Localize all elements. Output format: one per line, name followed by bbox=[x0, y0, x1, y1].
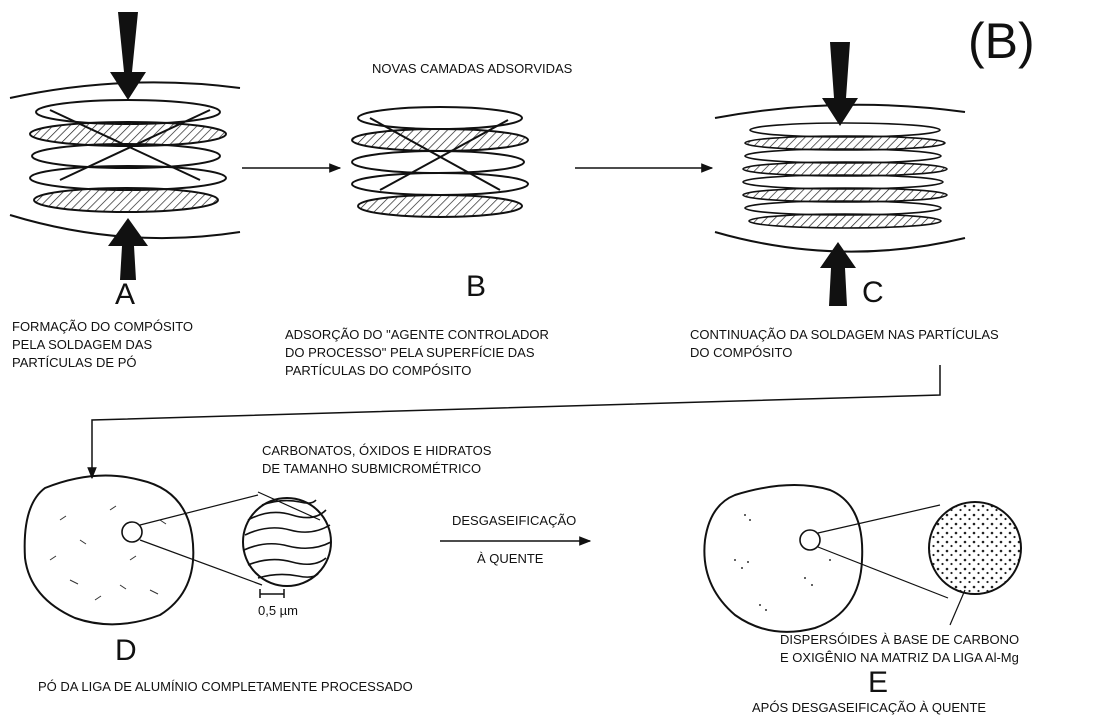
stage-e-letter: E bbox=[868, 668, 888, 698]
down-arrow-c bbox=[822, 42, 858, 126]
stage-a-illustration bbox=[10, 82, 240, 238]
stage-b-letter: B bbox=[466, 272, 486, 302]
arrow-c-to-d bbox=[92, 365, 940, 478]
stage-a-letter: A bbox=[115, 280, 135, 310]
stage-c-caption: CONTINUAÇÃO DA SOLDAGEM NAS PARTÍCULAS D… bbox=[690, 326, 999, 362]
welded-particle-stack-c bbox=[743, 123, 947, 228]
process-label-below: À QUENTE bbox=[477, 550, 543, 568]
figure-label: (B) bbox=[968, 16, 1035, 66]
stage-e-dispersoid-note: DISPERSÓIDES À BASE DE CARBONO E OXIGÊNI… bbox=[780, 631, 1019, 667]
magnified-view-e bbox=[929, 502, 1021, 594]
magnified-area-marker-d bbox=[122, 522, 142, 542]
stage-e-caption: APÓS DESGASEIFICAÇÃO À QUENTE bbox=[752, 699, 986, 717]
process-label-above: DESGASEIFICAÇÃO bbox=[452, 512, 576, 530]
stage-c-letter: C bbox=[862, 278, 884, 308]
magnified-view-d bbox=[243, 498, 331, 586]
stage-b-caption: ADSORÇÃO DO "AGENTE CONTROLADOR DO PROCE… bbox=[285, 326, 549, 380]
magnified-area-marker-e bbox=[800, 530, 820, 550]
stage-c-illustration bbox=[715, 105, 965, 252]
inclusion-marks-d bbox=[50, 506, 166, 600]
welded-particle-stack-a bbox=[30, 100, 226, 212]
dispersoid-dots-e bbox=[734, 514, 831, 611]
degassed-powder-particle-e bbox=[704, 485, 862, 632]
stage-d-inclusion-note: CARBONATOS, ÓXIDOS E HIDRATOS DE TAMANHO… bbox=[262, 442, 491, 478]
stage-e-illustration bbox=[704, 485, 1021, 632]
scale-bar-label: 0,5 µm bbox=[258, 602, 298, 620]
up-arrow-a bbox=[108, 218, 148, 280]
stage-d-letter: D bbox=[115, 636, 137, 666]
stage-b-illustration bbox=[352, 107, 528, 217]
stage-b-top-note: NOVAS CAMADAS ADSORVIDAS bbox=[372, 60, 572, 78]
stage-d-caption: PÓ DA LIGA DE ALUMÍNIO COMPLETAMENTE PRO… bbox=[38, 678, 413, 696]
stage-a-caption: FORMAÇÃO DO COMPÓSITO PELA SOLDAGEM DAS … bbox=[12, 318, 193, 372]
scale-bar-d bbox=[260, 589, 284, 598]
down-arrow-a bbox=[110, 12, 146, 100]
